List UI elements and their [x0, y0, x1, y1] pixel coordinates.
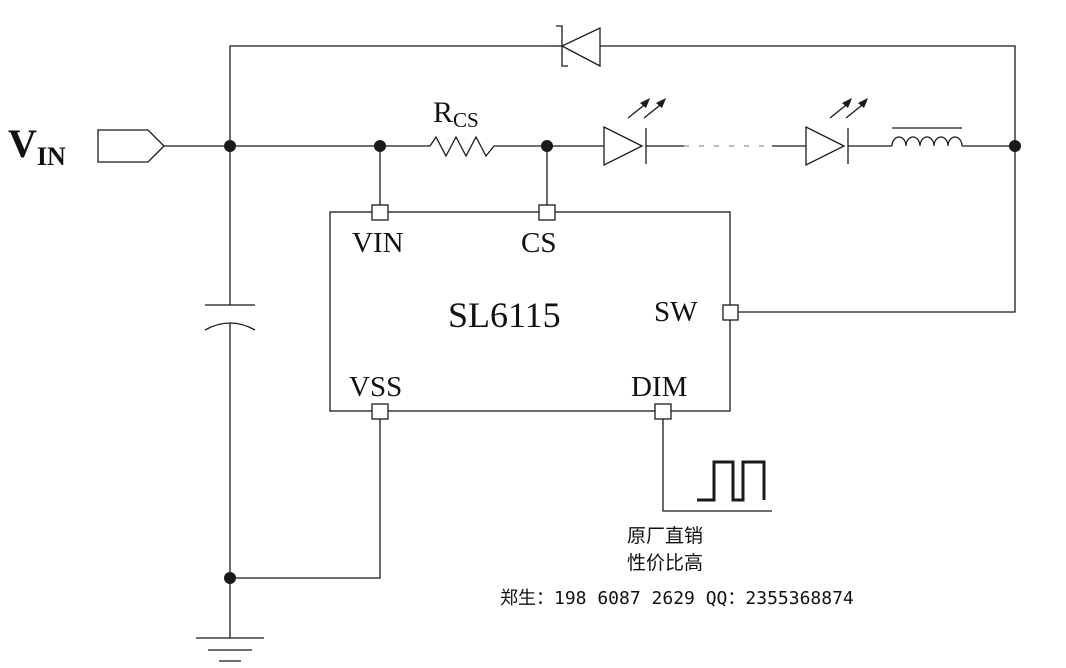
led-2-arrowheads [842, 98, 868, 108]
pin-vss [371, 403, 389, 420]
pin-label-vin: VIN [352, 227, 404, 259]
pin-label-cs: CS [521, 227, 556, 259]
pin-dim [654, 403, 672, 420]
rcs-label: RCS [433, 96, 479, 132]
pin-label-dim: DIM [631, 371, 687, 403]
junction-dots [224, 140, 1021, 584]
pin-sw [722, 304, 739, 321]
inductor [891, 127, 963, 147]
pin-label-sw: SW [654, 296, 698, 328]
pin-vin [371, 204, 389, 221]
led-1 [603, 101, 665, 167]
schottky-diode [550, 25, 601, 68]
ground-symbol [196, 637, 264, 662]
led-2 [805, 101, 867, 167]
ad-contact: 郑生：198 6087 2629 QQ：2355368874 [500, 588, 854, 609]
top-feedback-wire [229, 45, 1016, 146]
resistor-rcs [429, 135, 495, 158]
vin-label: VIN [8, 121, 66, 171]
ad-line-2: 性价比高 [627, 552, 703, 574]
dim-pwm-signal [662, 419, 772, 512]
chip-name: SL6115 [448, 295, 561, 335]
chip-body [329, 211, 731, 412]
pin-label-vss: VSS [349, 371, 402, 403]
ad-line-1: 原厂直销 [627, 525, 703, 547]
pin-cs [538, 204, 556, 221]
sw-wire [738, 146, 1016, 313]
input-capacitor [204, 146, 256, 638]
vin-input-arrow [97, 129, 230, 163]
vss-wire [230, 419, 381, 579]
led-1-arrowheads [640, 98, 666, 108]
